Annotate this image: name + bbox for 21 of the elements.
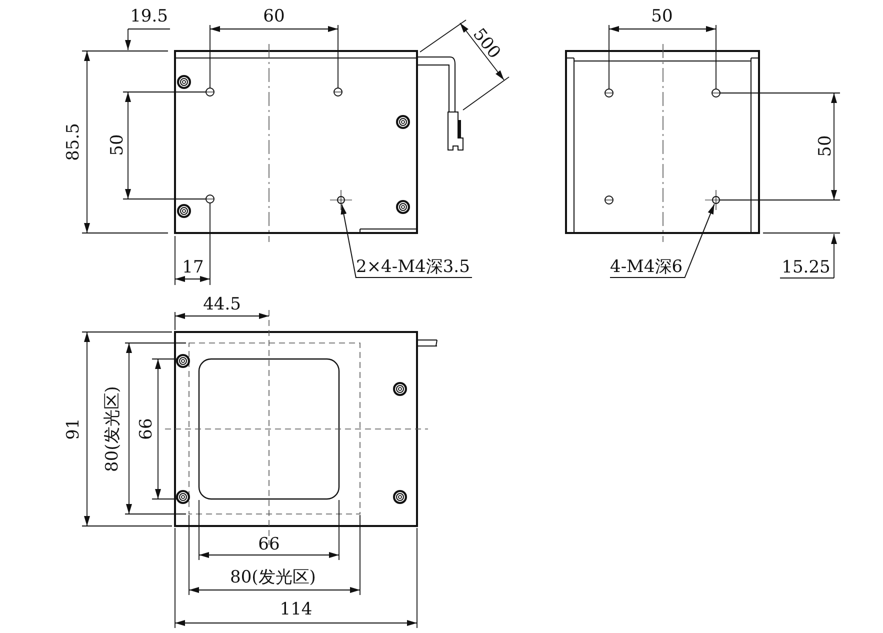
- dimension-text: 15.25: [782, 260, 830, 276]
- leader-line: [340, 204, 356, 278]
- dimension-text: 66: [258, 536, 280, 554]
- dimension-text: 60: [263, 8, 285, 26]
- dimension-text: 44.5: [203, 296, 241, 314]
- dimension-text: 85.5: [66, 123, 82, 161]
- dimension-text: 80(发光区): [230, 570, 316, 586]
- callout-text: 2×4-M4深3.5: [356, 258, 472, 278]
- dimension-text: 91: [66, 418, 82, 440]
- dimension-text: 50: [651, 8, 673, 26]
- dimension-text: 66: [138, 418, 156, 440]
- dimension-text: 50: [818, 135, 834, 157]
- dimension-text: 50: [110, 134, 126, 156]
- threaded-hole: [337, 196, 345, 204]
- dimension-text: 114: [280, 602, 312, 618]
- threaded-hole: [712, 196, 720, 204]
- dimension-text: 17: [182, 260, 204, 276]
- dimension-text: 80(发光区): [104, 386, 122, 472]
- dimension-text: 19.5: [130, 8, 168, 26]
- callout-text: 4-M4深6: [610, 258, 685, 278]
- leader-line: [684, 204, 715, 278]
